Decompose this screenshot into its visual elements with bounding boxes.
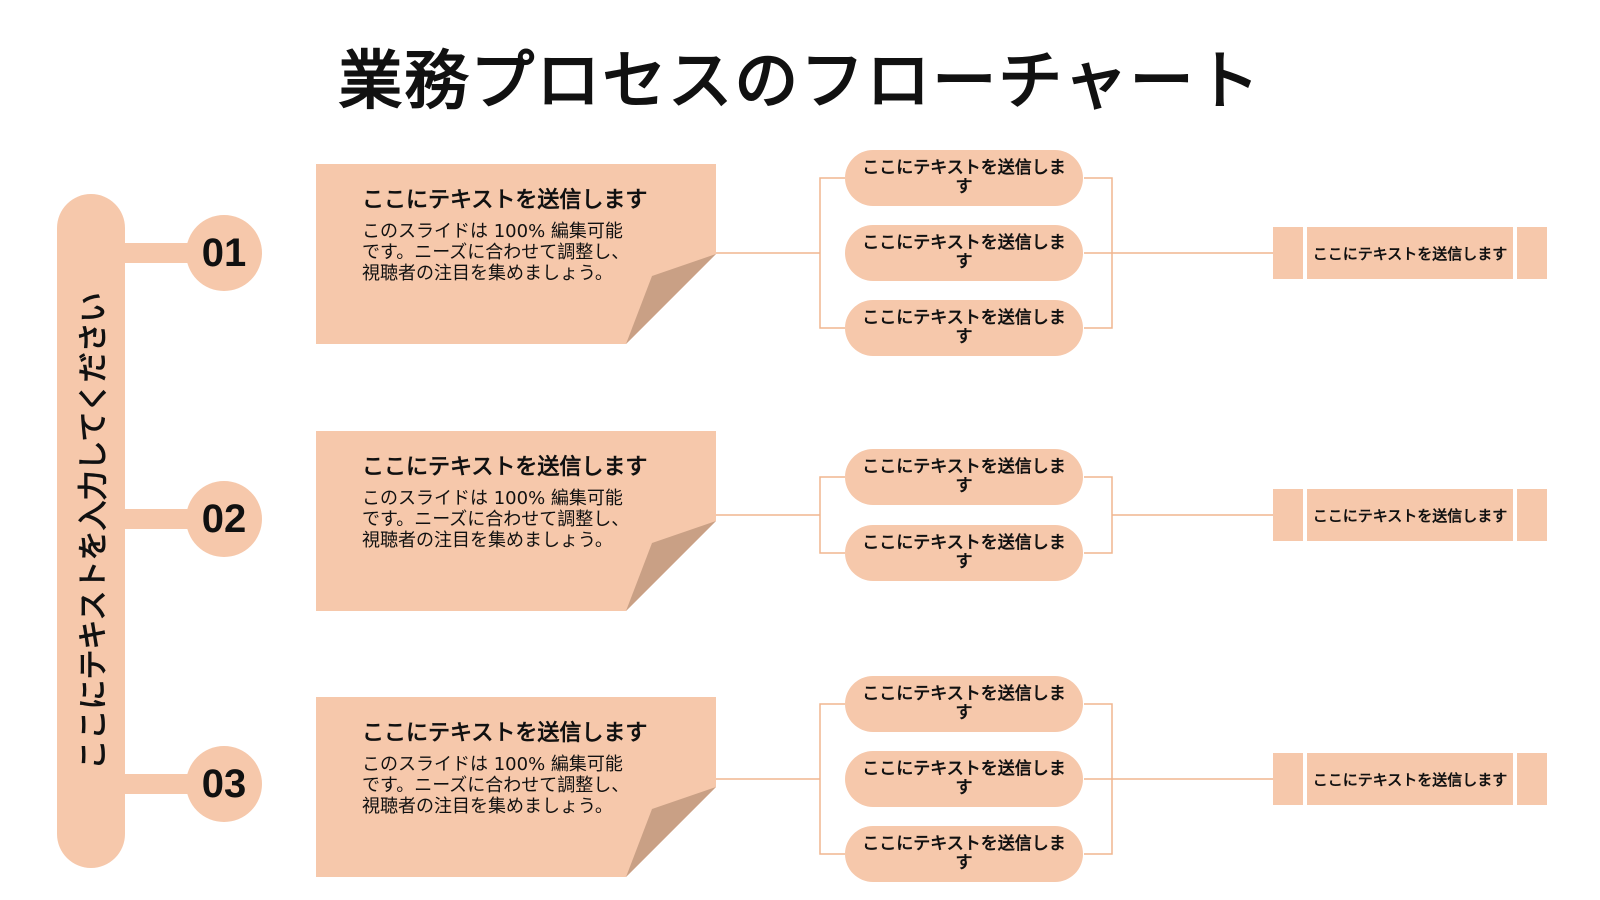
step-number-1: 01: [186, 215, 262, 291]
option-3-2: ここにテキストを送信します: [845, 751, 1083, 807]
result-3-left-cap: [1273, 753, 1303, 805]
page-title: 業務プロセスのフローチャート: [338, 45, 1262, 119]
result-3-right-cap: [1517, 753, 1547, 805]
result-2-right-cap: [1517, 489, 1547, 541]
result-1-right-cap: [1517, 227, 1547, 279]
option-2-1: ここにテキストを送信します: [845, 449, 1083, 505]
card-body: このスライドは 100% 編集可能です。ニーズに合わせて調整し、視聴者の注目を集…: [362, 488, 630, 551]
result-1-left-cap: [1273, 227, 1303, 279]
connector-bracket-left-3: [819, 703, 845, 855]
option-3-3: ここにテキストを送信します: [845, 826, 1083, 882]
result-2-left-cap: [1273, 489, 1303, 541]
option-1-3: ここにテキストを送信します: [845, 300, 1083, 356]
result-1: ここにテキストを送信します: [1307, 227, 1513, 279]
card-shape: [316, 431, 716, 611]
connector-bracket-left-2: [819, 476, 845, 554]
result-2: ここにテキストを送信します: [1307, 489, 1513, 541]
card-shape: [316, 164, 716, 344]
side-bar: [57, 194, 125, 868]
card-shape: [316, 697, 716, 877]
process-card-3: ここにテキストを送信します このスライドは 100% 編集可能です。ニーズに合わ…: [316, 697, 716, 877]
side-label: ここにテキストを入力してください: [77, 292, 112, 770]
step-number-3: 03: [186, 746, 262, 822]
row-3-arm: [120, 774, 200, 794]
option-1-2: ここにテキストを送信します: [845, 225, 1083, 281]
process-card-1: ここにテキストを送信します このスライドは 100% 編集可能です。ニーズに合わ…: [316, 164, 716, 344]
option-2-2: ここにテキストを送信します: [845, 525, 1083, 581]
card-title: ここにテキストを送信します: [362, 188, 648, 213]
process-card-2: ここにテキストを送信します このスライドは 100% 編集可能です。ニーズに合わ…: [316, 431, 716, 611]
option-1-1: ここにテキストを送信します: [845, 150, 1083, 206]
result-3: ここにテキストを送信します: [1307, 753, 1513, 805]
card-body: このスライドは 100% 編集可能です。ニーズに合わせて調整し、視聴者の注目を集…: [362, 221, 630, 284]
card-title: ここにテキストを送信します: [362, 721, 648, 746]
connector-bracket-left-1: [819, 177, 845, 329]
card-body: このスライドは 100% 編集可能です。ニーズに合わせて調整し、視聴者の注目を集…: [362, 754, 630, 817]
row-2-arm: [120, 509, 200, 529]
connector-bracket-right-2: [1084, 476, 1113, 554]
row-1-arm: [120, 243, 200, 263]
card-title: ここにテキストを送信します: [362, 455, 648, 480]
option-3-1: ここにテキストを送信します: [845, 676, 1083, 732]
side-label-wrap: ここにテキストを入力してください: [57, 194, 125, 868]
step-number-2: 02: [186, 481, 262, 557]
